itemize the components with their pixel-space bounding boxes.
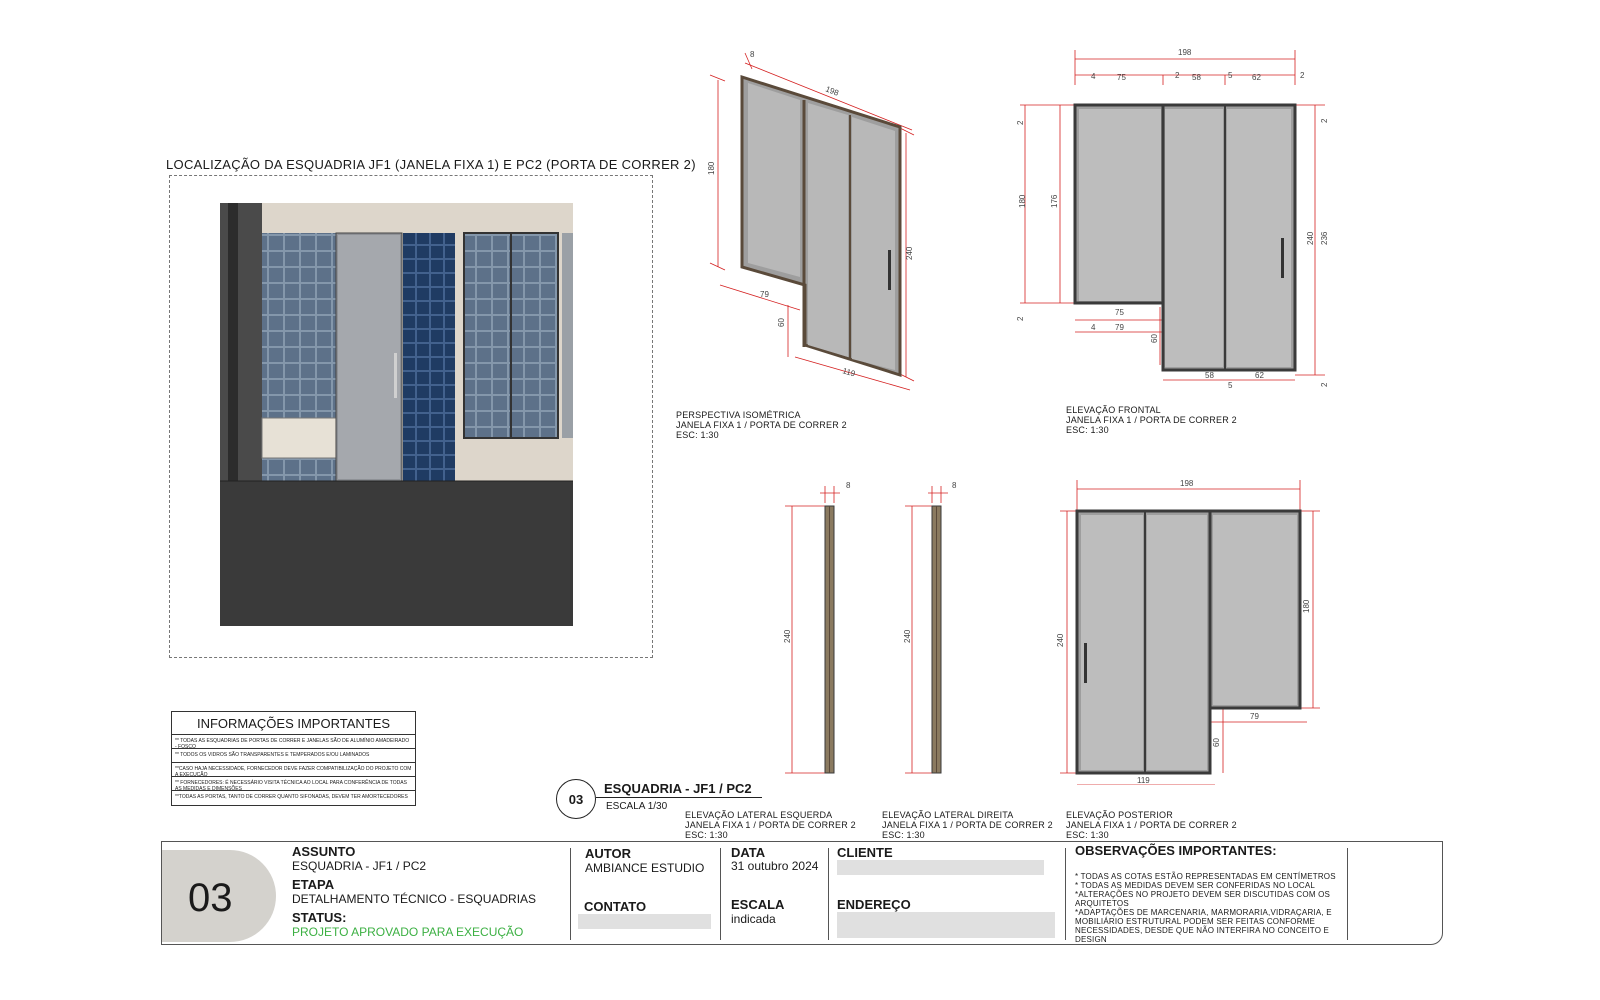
assunto-value: ESQUADRIA - JF1 / PC2 [292, 859, 427, 873]
autor-value: AMBIANCE ESTUDIO [585, 861, 705, 875]
right-dim-height: 240 [903, 629, 912, 643]
rear-elevation: 198 240 180 79 60 119 [1056, 479, 1320, 785]
tb-divider [828, 848, 829, 940]
front-dim-p6: 5 [1228, 71, 1233, 80]
stamp-title: ESQUADRIA - JF1 / PC2 [604, 781, 752, 796]
tb-divider [1065, 848, 1066, 940]
front-dim-176: 176 [1050, 194, 1059, 208]
data-value: 31 outubro 2024 [731, 859, 819, 873]
location-render [220, 203, 573, 626]
rear-dim-a: 79 [1250, 712, 1259, 721]
front-dim-p1: 4 [1091, 72, 1096, 81]
front-dim-b58: 58 [1205, 371, 1214, 380]
autor-label: AUTOR [585, 846, 631, 861]
tb-divider [1347, 848, 1348, 940]
info-item: ** TODAS AS ESQUADRIAS DE PORTAS DE CORR… [172, 735, 415, 749]
rear-dim-c: 119 [1137, 776, 1150, 785]
stamp-line [596, 797, 762, 798]
iso-dim-b: 60 [777, 318, 786, 327]
front-dim-b60: 60 [1150, 334, 1159, 343]
iso-dim-height-2: 240 [905, 246, 914, 260]
info-box: INFORMAÇÕES IMPORTANTES ** TODAS AS ESQU… [171, 711, 416, 806]
etapa-label: ETAPA [292, 877, 335, 892]
iso-dim-a: 79 [760, 290, 769, 299]
info-item: ** FORNECEDORES: É NECESSÁRIO VISITA TÉC… [172, 777, 415, 791]
stamp-circle: 03 [556, 779, 596, 819]
front-dim-b4: 4 [1091, 323, 1096, 332]
info-item: ** TODOS OS VIDROS SÃO TRANSPARENTES E T… [172, 749, 415, 763]
front-dim-236: 236 [1320, 231, 1329, 245]
left-dim-thickness: 8 [846, 481, 851, 490]
endereco-field [837, 912, 1055, 938]
front-dim-p2: 75 [1117, 73, 1126, 82]
left-side-elevation: 240 8 [783, 481, 851, 774]
info-title: INFORMAÇÕES IMPORTANTES [172, 712, 415, 735]
endereco-label: ENDEREÇO [837, 897, 911, 912]
front-dim-p7: 62 [1252, 73, 1261, 82]
front-dim-p3: 2 [1175, 71, 1180, 80]
escala-value: indicada [731, 912, 776, 926]
front-dim-180: 180 [1018, 194, 1027, 208]
front-elevation: 198 4 75 2 58 5 62 2 180 176 236 240 2 2… [1016, 48, 1329, 390]
front-dim-b79: 79 [1115, 323, 1124, 332]
front-caption: ELEVAÇÃO FRONTAL JANELA FIXA 1 / PORTA D… [1066, 405, 1237, 435]
tb-divider [720, 848, 721, 940]
tb-divider [570, 848, 571, 940]
front-dim-b5: 5 [1228, 381, 1233, 390]
assunto-label: ASSUNTO [292, 844, 356, 859]
front-dim-2d: 2 [1320, 382, 1329, 387]
rear-dim-240: 240 [1056, 633, 1065, 647]
rear-dim-b: 60 [1212, 738, 1221, 747]
iso-caption: PERSPECTIVA ISOMÉTRICA JANELA FIXA 1 / P… [676, 410, 847, 440]
cliente-label: CLIENTE [837, 845, 893, 860]
location-title: LOCALIZAÇÃO DA ESQUADRIA JF1 (JANELA FIX… [166, 157, 696, 172]
contato-field [578, 914, 711, 929]
iso-dim-t: 8 [750, 50, 755, 59]
contato-label: CONTATO [584, 899, 647, 914]
front-dim-2b: 2 [1016, 316, 1025, 321]
front-dim-p4: 58 [1192, 73, 1201, 82]
stamp-scale: ESCALA 1/30 [606, 801, 668, 812]
sheet-number: 03 [188, 876, 233, 920]
sheet-number-badge [162, 850, 276, 942]
right-side-elevation: 240 8 [903, 481, 957, 774]
front-dim-width: 198 [1178, 48, 1192, 57]
front-dim-240: 240 [1306, 231, 1315, 245]
title-block: 03 ASSUNTO ESQUADRIA - JF1 / PC2 ETAPA D… [161, 841, 1443, 945]
left-caption: ELEVAÇÃO LATERAL ESQUERDA JANELA FIXA 1 … [685, 810, 856, 840]
front-dim-p8: 2 [1300, 71, 1305, 80]
front-dim-2a: 2 [1016, 120, 1025, 125]
left-dim-height: 240 [783, 629, 792, 643]
front-dim-b62: 62 [1255, 371, 1264, 380]
info-item: **TODAS AS PORTAS, TANTO DE CORRER QUANT… [175, 794, 408, 800]
isometric-view: 198 180 240 79 60 119 8 [707, 50, 915, 391]
front-dim-b75: 75 [1115, 308, 1124, 317]
cliente-field [837, 860, 1044, 875]
data-label: DATA [731, 845, 766, 860]
info-item: **CASO HAJA NECESSIDADE, FORNECEDOR DEVE… [172, 763, 415, 777]
escala-label: ESCALA [731, 897, 785, 912]
status-label: STATUS: [292, 910, 347, 925]
obs-label: OBSERVAÇÕES IMPORTANTES: [1075, 843, 1277, 858]
rear-caption: ELEVAÇÃO POSTERIOR JANELA FIXA 1 / PORTA… [1066, 810, 1237, 840]
etapa-value: DETALHAMENTO TÉCNICO - ESQUADRIAS [292, 892, 537, 906]
status-value: PROJETO APROVADO PARA EXECUÇÃO [292, 925, 524, 939]
right-caption: ELEVAÇÃO LATERAL DIREITA JANELA FIXA 1 /… [882, 810, 1053, 840]
iso-dim-height-1: 180 [707, 161, 716, 175]
location-frame [169, 175, 653, 658]
rear-dim-180: 180 [1302, 599, 1311, 613]
obs-text: * TODAS AS COTAS ESTÃO REPRESENTADAS EM … [1075, 872, 1336, 944]
right-dim-thickness: 8 [952, 481, 957, 490]
front-dim-2c: 2 [1320, 118, 1329, 123]
iso-dim-c: 119 [841, 366, 856, 378]
rear-dim-width: 198 [1180, 479, 1194, 488]
